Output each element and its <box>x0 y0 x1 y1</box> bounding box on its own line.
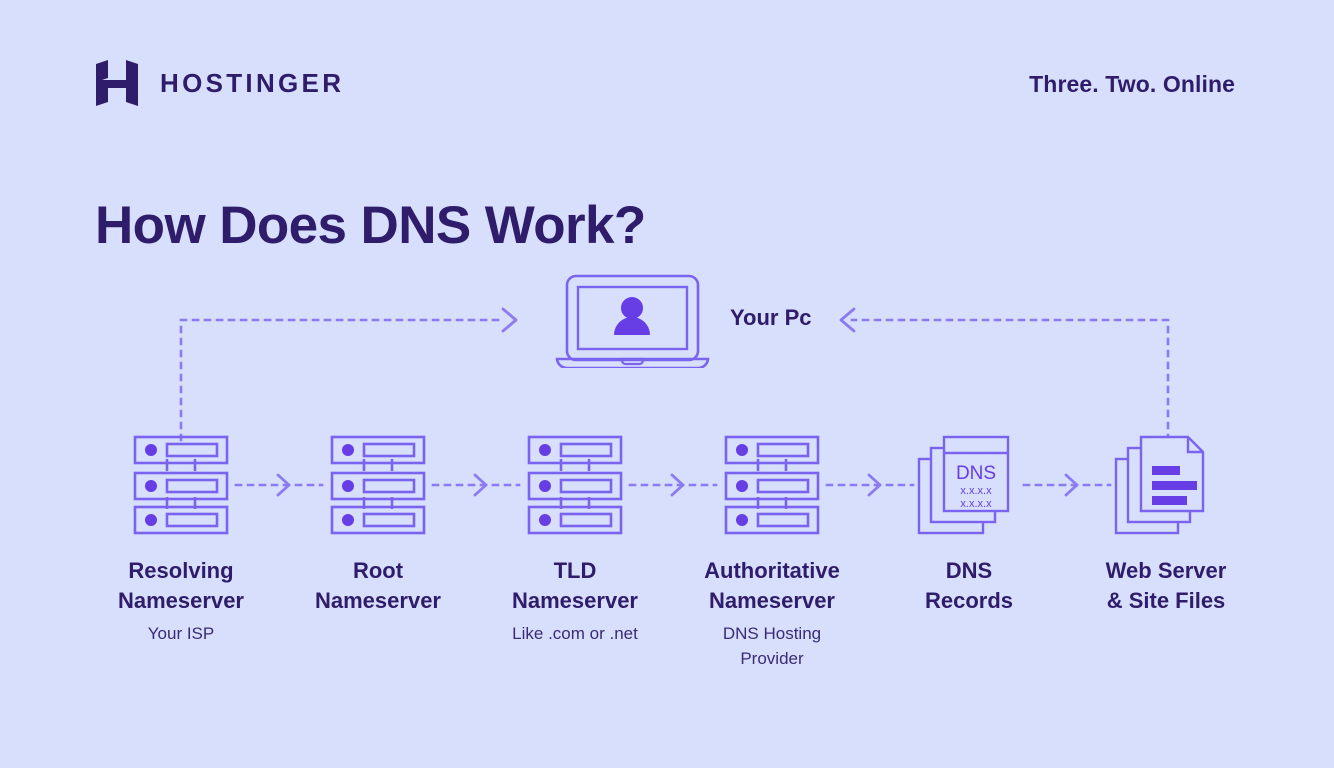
chevron-left-icon-pc-right <box>839 307 856 333</box>
client-label: Your Pc <box>730 305 812 330</box>
node-web-server: Web Server & Site Files <box>1066 430 1266 622</box>
node-title: Web Server & Site Files <box>1105 558 1227 613</box>
brand-logo: HOSTINGER <box>96 60 344 106</box>
node-subtitle: Like .com or .net <box>512 624 638 644</box>
laptop-user-icon <box>555 274 710 372</box>
node-title: Root Nameserver <box>315 558 441 613</box>
brand-name: HOSTINGER <box>160 68 345 98</box>
client-device <box>555 258 710 370</box>
chevron-right-icon-1 <box>276 473 291 497</box>
server-icon <box>475 430 675 540</box>
chevron-right-icon-3 <box>670 473 685 497</box>
node-root-nameserver: Root Nameserver <box>278 430 478 622</box>
dns-records-icon: DNS x.x.x.x x.x.x.x <box>869 430 1069 540</box>
header: HOSTINGER Three. Two. Online <box>0 0 1334 150</box>
node-title: DNS Records <box>924 558 1014 613</box>
server-icon <box>672 430 872 540</box>
dns-card-line2: x.x.x.x <box>960 498 992 510</box>
dns-card-heading: DNS <box>956 463 996 484</box>
connector-layer <box>179 307 1170 497</box>
connector-webserver-to-pc <box>850 318 1170 442</box>
node-dns-records: DNS x.x.x.x x.x.x.x DNS Records <box>869 430 1069 622</box>
chevron-left-icon-pc-left <box>501 307 518 333</box>
server-icon <box>81 430 281 540</box>
hostinger-h-logo-icon <box>96 60 140 106</box>
node-title: TLD Nameserver <box>512 558 638 613</box>
dns-card-line1: x.x.x.x <box>960 485 992 497</box>
web-files-icon <box>1066 430 1266 540</box>
chevron-right-icon-4 <box>867 473 882 497</box>
node-resolving-nameserver: Resolving Nameserver Your ISP <box>81 430 281 647</box>
tagline: Three. Two. Online <box>1029 71 1235 97</box>
node-subtitle: DNS Hosting Provider <box>722 624 822 669</box>
node-authoritative-nameserver: Authoritative Nameserver DNS Hosting Pro… <box>672 430 872 672</box>
node-title: Authoritative Nameserver <box>704 558 840 613</box>
page-title: How Does DNS Work? <box>95 195 646 255</box>
node-tld-nameserver: TLD Nameserver Like .com or .net <box>475 430 675 647</box>
chevron-right-icon-2 <box>473 473 488 497</box>
node-subtitle: Your ISP <box>147 624 215 644</box>
dns-flow-diagram: Your Pc <box>0 250 1334 690</box>
node-title: Resolving Nameserver <box>118 558 244 613</box>
chevron-right-icon-5 <box>1064 473 1079 497</box>
server-icon <box>278 430 478 540</box>
connector-resolving-to-pc <box>179 318 507 442</box>
